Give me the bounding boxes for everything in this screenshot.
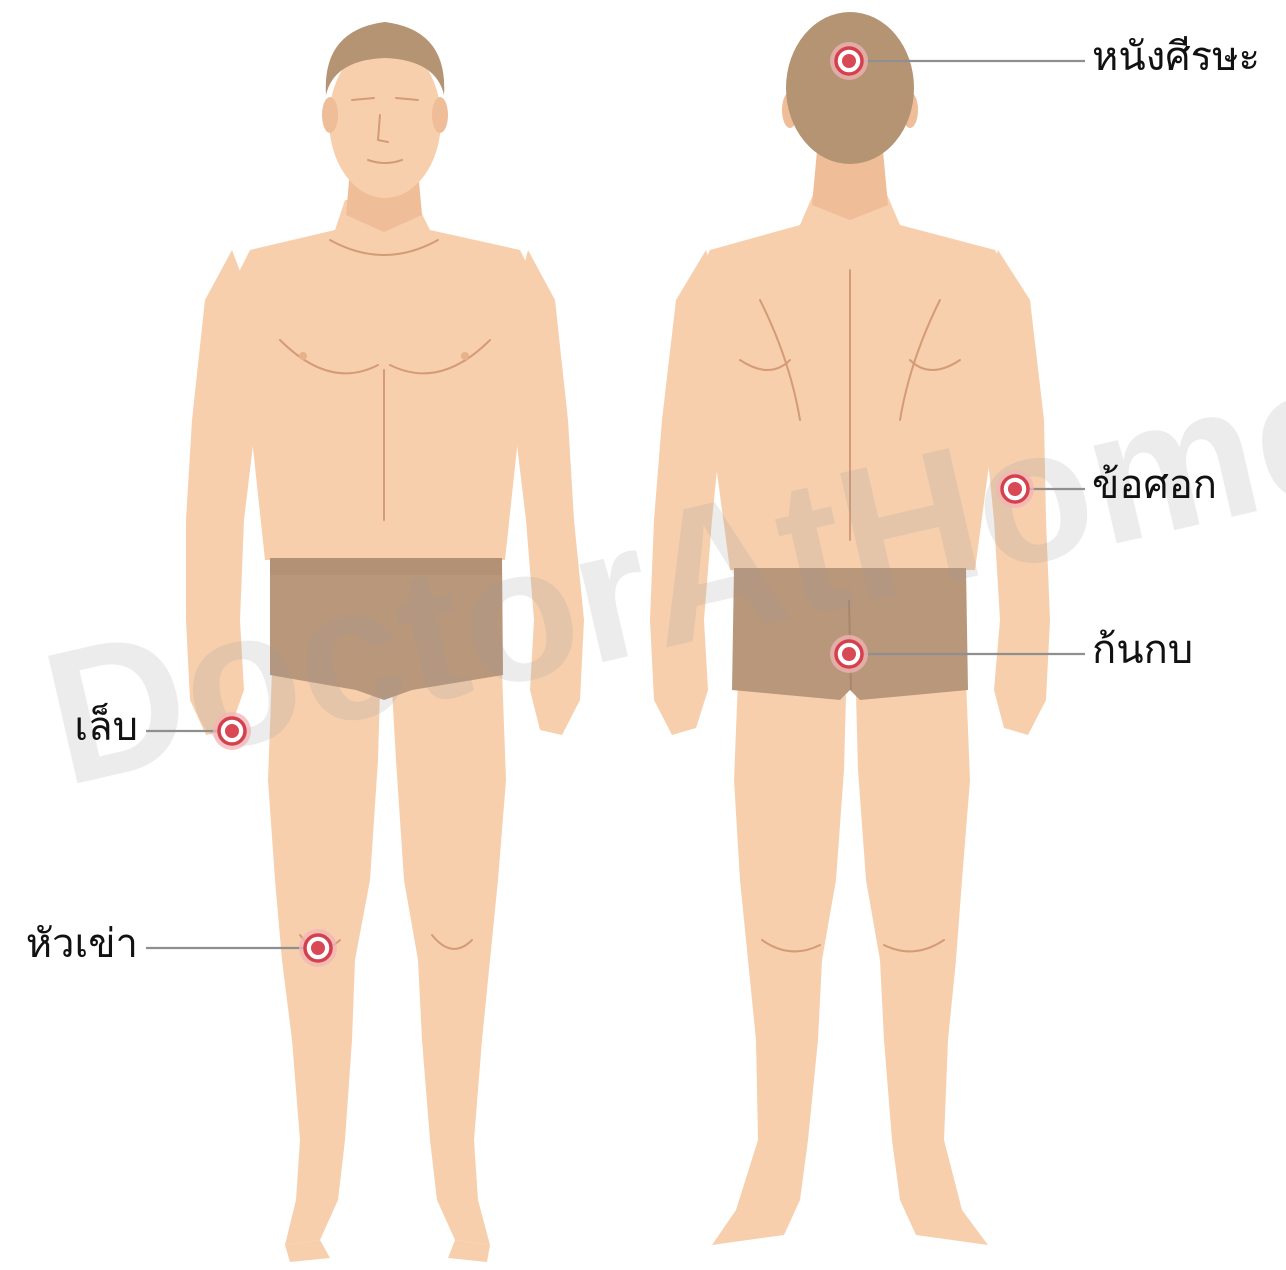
scalp-marker [830,42,868,80]
back-left-leg [712,680,846,1245]
buttocks-marker [830,635,868,673]
back-right-leg [856,680,988,1245]
back-head [786,12,914,164]
front-right-leg [392,670,506,1245]
nail-marker [213,712,251,750]
elbow-marker [996,470,1034,508]
nail-label: เล็บ [74,702,138,750]
elbow-label: ข้อศอก [1092,462,1217,508]
knee-marker [299,929,337,967]
scalp-label: หนังศีรษะ [1092,34,1260,80]
knee-label: หัวเข่า [26,921,138,967]
buttocks-label: ก้นกบ [1092,627,1193,673]
